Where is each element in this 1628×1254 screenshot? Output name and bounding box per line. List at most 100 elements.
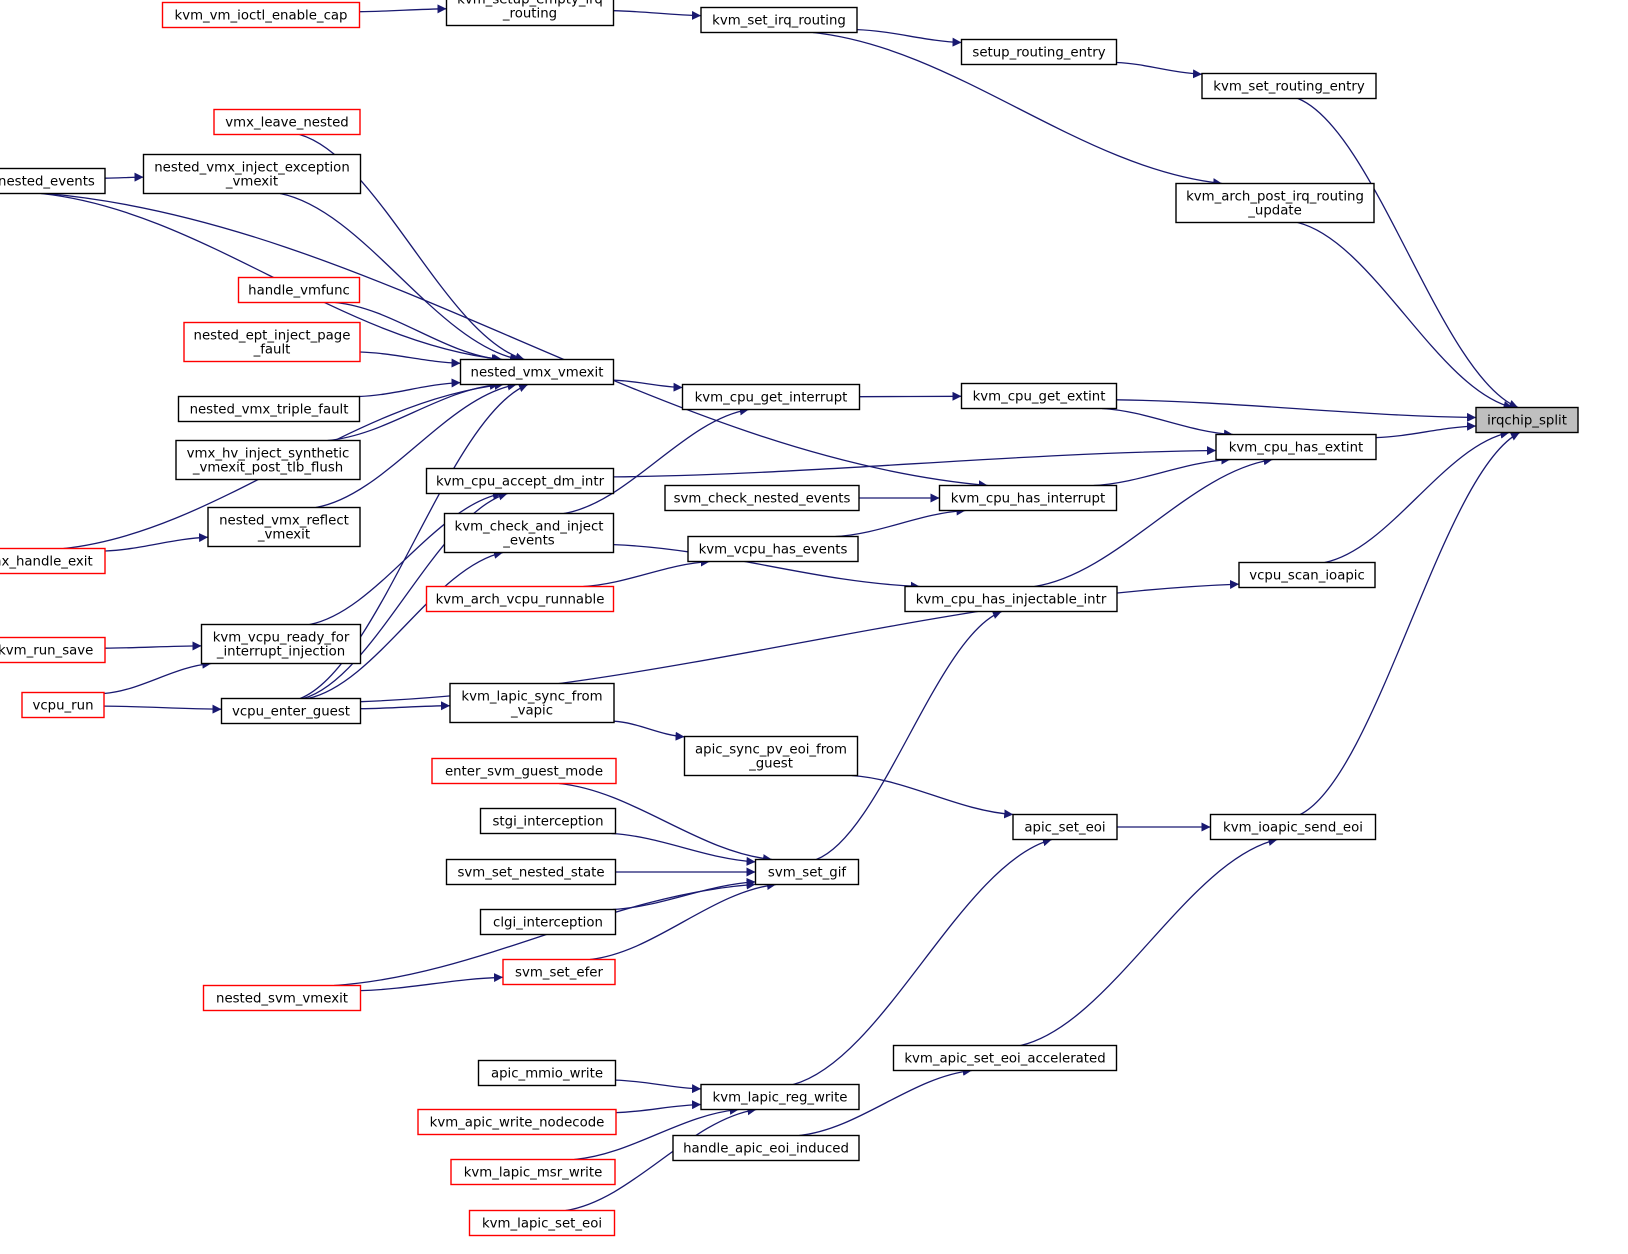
edge-nested_vmx_vmexit-to-kvm_cpu_get_interrupt [613,379,683,392]
node-label: vmx_leave_nested [225,116,348,131]
node-kvm-lapic-msr-write[interactable]: kvm_lapic_msr_write [450,1158,616,1186]
node-kvm-set-routing-entry[interactable]: kvm_set_routing_entry [1201,72,1377,100]
node-svm-set-nested-state[interactable]: svm_set_nested_state [445,858,617,886]
node-vmx-hv-inject-synthetic-vmexit-post-tlb-flush[interactable]: vmx_hv_inject_synthetic_vmexit_post_tlb_… [175,439,361,481]
node-box [431,757,617,785]
node-label: _fault [253,343,291,358]
edge-nested_svm_vmexit-to-svm_set_efer [360,973,504,992]
node-handle-apic-eoi-induced[interactable]: handle_apic_eoi_induced [672,1134,860,1162]
node-label: handle_apic_eoi_induced [683,1142,849,1157]
node-clgi-interception[interactable]: clgi_interception [479,908,617,936]
node-box [960,38,1118,66]
node-vcpu-run[interactable]: vcpu_run [21,691,105,719]
edge-apic_sync_pv_eoi_from_guest-to-apic_set_eoi [851,774,1014,819]
edge-kvm_cpu_accept_dm_intr-to-kvm_cpu_has_extint [613,446,1217,478]
node-box [1201,72,1377,100]
node-kvm-lapic-sync-from-vapic[interactable]: kvm_lapic_sync_from_vapic [449,682,615,724]
node-vcpu-scan-ioapic[interactable]: vcpu_scan_ioapic [1238,561,1376,589]
edge-vcpu_enter_guest-to-kvm_lapic_sync_from_vapic [360,701,451,711]
node-kvm-cpu-get-interrupt[interactable]: kvm_cpu_get_interrupt [681,383,861,411]
edge-kvm_vcpu_has_events-to-kvm_cpu_has_interrupt [835,506,966,538]
node-kvm-ioapic-send-eoi[interactable]: kvm_ioapic_send_eoi [1209,813,1377,841]
node-kvm-check-and-inject-events[interactable]: kvm_check_and_inject_events [443,512,615,554]
node-box [0,167,106,195]
node-label: svm_set_nested_state [457,866,604,881]
node-kvm-lapic-set-eoi[interactable]: kvm_lapic_set_eoi [468,1209,616,1237]
node-box [21,691,105,719]
node-kvm-apic-set-eoi-accelerated[interactable]: kvm_apic_set_eoi_accelerated [892,1044,1118,1072]
node---vmx-handle-exit[interactable]: __vmx_handle_exit [0,547,106,575]
edge-kvm_set_routing_entry-to-irqchip_split [1297,97,1519,409]
node-box [1215,433,1377,461]
node-apic-sync-pv-eoi-from-guest[interactable]: apic_sync_pv_eoi_from_guest [683,735,859,777]
edge-vmx_leave_nested-to-nested_vmx_vmexit [299,133,525,362]
node-label: kvm_vcpu_has_events [699,543,848,558]
node-box [754,858,860,886]
node-svm-set-gif[interactable]: svm_set_gif [754,858,860,886]
edge-__vmx_handle_exit-to-nested_vmx_reflect_vmexit [104,533,209,552]
node-kvm-setup-empty-irq-routing[interactable]: kvm_setup_empty_irq_routing [445,0,615,27]
node-box [672,1134,860,1162]
node-kvm-cpu-has-extint[interactable]: kvm_cpu_has_extint [1215,433,1377,461]
node-layer: irqchip_split kvm_vm_ioctl_enable_cap kvm_… [0,0,1579,1237]
node-nested-vmx-vmexit[interactable]: nested_vmx_vmexit [459,358,615,386]
node-label: kvm_cpu_get_extint [973,390,1106,405]
node-handle-vmfunc[interactable]: handle_vmfunc [237,276,361,304]
node-kvm-arch-post-irq-routing-update[interactable]: kvm_arch_post_irq_routing_update [1175,182,1375,224]
edge-vcpu_enter_guest-to-nested_vmx_vmexit [299,383,529,700]
node-label: _routing [502,7,557,22]
node-label: _update [1247,204,1302,219]
node-stgi-interception[interactable]: stgi_interception [479,807,617,835]
node-label: apic_mmio_write [491,1067,603,1082]
node-kvm-cpu-get-extint[interactable]: kvm_cpu_get_extint [960,382,1118,410]
node-label: nested_ept_inject_page [194,329,351,344]
node-label: vcpu_run [32,699,93,714]
node-kvm-apic-write-nodecode[interactable]: kvm_apic_write_nodecode [417,1108,617,1136]
node-nested-svm-vmexit[interactable]: nested_svm_vmexit [202,984,362,1012]
node-vmx-check-nested-events[interactable]: vmx_check_nested_events [0,167,106,195]
node-nested-vmx-inject-exception-vmexit[interactable]: nested_vmx_inject_exception_vmexit [142,153,362,195]
node-label: kvm_ioapic_send_eoi [1223,821,1363,836]
node-vmx-leave-nested[interactable]: vmx_leave_nested [213,108,361,136]
edge-setup_routing_entry-to-kvm_set_routing_entry [1116,61,1203,79]
node-box [175,439,361,481]
edge-kvm_arch_post_irq_routing_update-to-irqchip_split [1297,221,1513,410]
node-kvm-vcpu-ready-for-interrupt-injection[interactable]: kvm_vcpu_ready_for_interrupt_injection [200,623,362,665]
edge-kvm_set_irq_routing-to-setup_routing_entry [856,28,962,47]
edge-vcpu_enter_guest-to-kvm_cpu_accept_dm_intr [303,491,508,700]
node-label: stgi_interception [492,815,603,830]
node-label: _vmexit_post_tlb_flush [192,461,343,476]
node-label: nested_vmx_vmexit [471,366,604,381]
node-label: _guest [748,757,793,772]
node-nested-vmx-triple-fault[interactable]: nested_vmx_triple_fault [177,395,361,423]
node-kvm-cpu-has-injectable-intr[interactable]: kvm_cpu_has_injectable_intr [904,585,1118,613]
node-label: post_kvm_run_save [0,644,93,659]
node-kvm-vcpu-has-events[interactable]: kvm_vcpu_has_events [687,535,859,563]
edge-handle_vmfunc-to-nested_vmx_vmexit [335,301,501,364]
node-kvm-vm-ioctl-enable-cap[interactable]: kvm_vm_ioctl_enable_cap [161,1,361,29]
node-svm-set-efer[interactable]: svm_set_efer [502,958,616,986]
node-kvm-set-irq-routing[interactable]: kvm_set_irq_routing [700,6,858,34]
node-label: _vapic [510,704,553,719]
node-apic-set-eoi[interactable]: apic_set_eoi [1012,813,1118,841]
node-enter-svm-guest-mode[interactable]: enter_svm_guest_mode [431,757,617,785]
node-kvm-arch-vcpu-runnable[interactable]: kvm_arch_vcpu_runnable [425,585,615,613]
node-vcpu-enter-guest[interactable]: vcpu_enter_guest [220,697,362,725]
edge-nested_ept_inject_page_fault-to-nested_vmx_vmexit [359,351,461,368]
node-kvm-cpu-has-interrupt[interactable]: kvm_cpu_has_interrupt [938,484,1118,512]
node-nested-ept-inject-page-fault[interactable]: nested_ept_inject_page_fault [183,321,361,363]
node-label: nested_svm_vmexit [216,992,348,1007]
node-setup-routing-entry[interactable]: setup_routing_entry [960,38,1118,66]
edge-kvm_setup_empty_irq_routing-to-kvm_set_irq_routing [613,10,702,20]
node-kvm-cpu-accept-dm-intr[interactable]: kvm_cpu_accept_dm_intr [425,467,615,495]
node-kvm-lapic-reg-write[interactable]: kvm_lapic_reg_write [700,1083,860,1111]
node-apic-mmio-write[interactable]: apic_mmio_write [477,1059,617,1087]
node-box [1012,813,1118,841]
node-nested-vmx-reflect-vmexit[interactable]: nested_vmx_reflect_vmexit [207,506,361,548]
node-svm-check-nested-events[interactable]: svm_check_nested_events [664,484,860,512]
node-irqchip-split[interactable]: irqchip_split [1475,406,1579,434]
node-post-kvm-run-save[interactable]: post_kvm_run_save [0,636,106,664]
node-label: kvm_vcpu_ready_for [213,631,350,646]
node-box [0,547,106,575]
